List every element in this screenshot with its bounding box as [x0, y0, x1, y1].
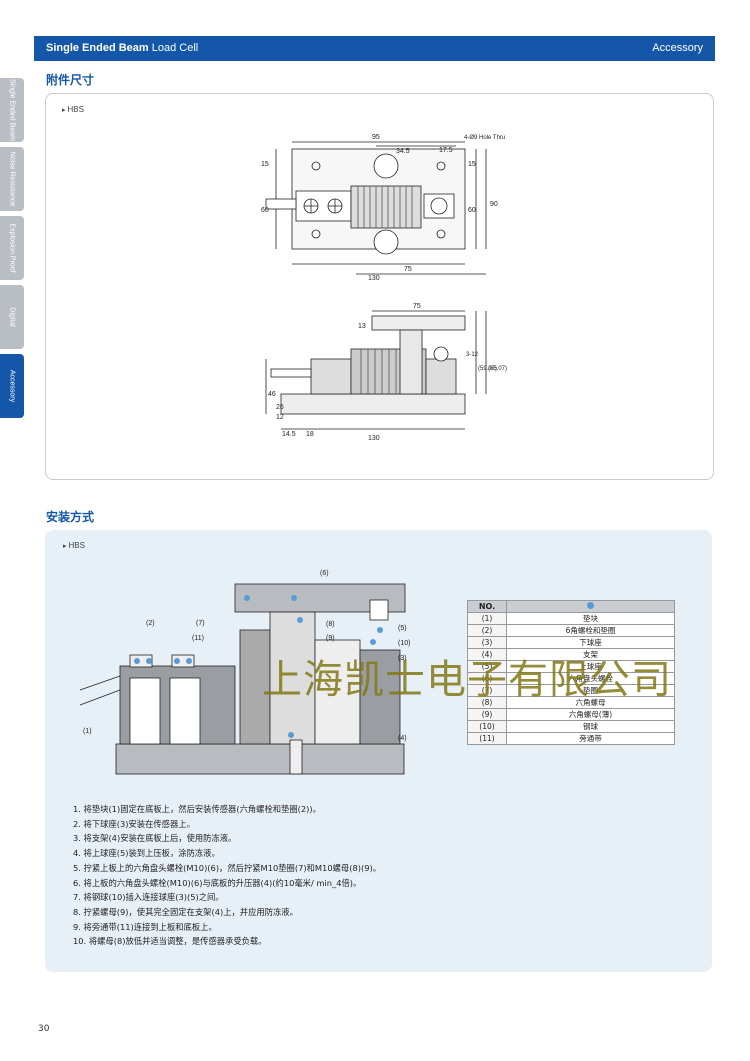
svg-text:60: 60	[261, 207, 269, 214]
svg-text:(10): (10)	[398, 640, 410, 647]
model-tag: HBS	[63, 541, 84, 550]
list-item: 10. 将螺母(8)放低并适当调整，是传感器承受负载。	[73, 936, 267, 947]
svg-text:75: 75	[404, 266, 412, 273]
list-item: 1. 将垫块(1)固定在底板上，然后安装传感器(六角螺栓和垫圈(2))。	[73, 804, 321, 814]
list-item: 9. 将旁通带(11)连接到上板和底板上。	[73, 921, 217, 932]
side-tab-digital[interactable]: Digital	[0, 285, 24, 349]
table-row: (11)旁通带	[467, 731, 675, 745]
svg-text:34.5: 34.5	[396, 148, 410, 155]
parts-table: NO. (1)垫块 (2)6角螺栓和垫圈 (3)下球座 (4)支架 (5)上球座…	[467, 600, 675, 745]
list-item: 7. 将钢球(10)插入连接球座(3)(5)之间。	[73, 892, 224, 903]
side-view-drawing: 75 13 (59.07) (65.07) 3-12 46 26 12 14.5…	[265, 303, 507, 442]
table-row: (2)6角螺栓和垫圈	[467, 623, 675, 637]
svg-text:60: 60	[468, 207, 476, 214]
installation-steps: 1. 将垫块(1)固定在底板上，然后安装传感器(六角螺栓和垫圈(2))。 2. …	[73, 802, 381, 949]
table-row: (4)支架	[467, 647, 675, 661]
svg-text:15: 15	[468, 161, 476, 168]
dimensions-panel: HBS	[45, 93, 714, 480]
svg-text:46: 46	[268, 391, 276, 398]
svg-text:(8): (8)	[326, 621, 335, 628]
list-item: 8. 拧紧螺母(9)，使其完全固定在支架(4)上，并应用防冻液。	[73, 906, 298, 917]
svg-text:14.5: 14.5	[282, 431, 296, 438]
table-row: (5)上球座	[467, 659, 675, 673]
svg-text:3-12: 3-12	[466, 352, 479, 358]
list-item: 2. 将下球座(3)安装在传感器上。	[73, 818, 195, 829]
svg-text:130: 130	[368, 435, 380, 442]
svg-text:4-Ø9 Hole Thru: 4-Ø9 Hole Thru	[464, 135, 505, 141]
section-title-installation: 安装方式	[46, 510, 95, 524]
table-row: (1)垫块	[467, 611, 675, 625]
svg-text:90: 90	[490, 201, 498, 208]
page-number: 30	[38, 1024, 50, 1034]
side-tab-accessory[interactable]: Accessory	[0, 354, 24, 418]
side-tab-noise-resistance[interactable]: Noise Resistance	[0, 147, 24, 211]
list-item: 5. 拧紧上板上的六角盘头螺栓(M10)(6)，然后拧紧M10垫圈(7)和M10…	[73, 862, 382, 873]
svg-text:75: 75	[413, 303, 421, 310]
svg-text:12: 12	[276, 414, 284, 421]
col-header-no: NO.	[467, 600, 507, 613]
list-item: 6. 将上板的六角盘头螺栓(M10)(6)与底板的升压器(4)(约10毫米/ m…	[73, 877, 362, 888]
svg-text:17.5: 17.5	[439, 147, 453, 154]
svg-text:(4): (4)	[398, 735, 407, 742]
svg-text:(11): (11)	[192, 635, 204, 642]
list-item: 4. 将上球座(5)装到上压板，涂防冻液。	[73, 848, 220, 859]
section-title-dimensions: 附件尺寸	[46, 73, 95, 87]
model-tag: HBS	[62, 105, 83, 114]
svg-text:26: 26	[276, 404, 284, 411]
svg-text:(9): (9)	[326, 635, 335, 642]
svg-text:(1): (1)	[83, 728, 92, 735]
svg-text:(7): (7)	[196, 620, 205, 627]
table-row: (9)六角螺母(薄)	[467, 707, 675, 721]
header-category: Accessory	[652, 42, 703, 54]
svg-text:(6): (6)	[320, 570, 329, 577]
dim-label: 95	[372, 134, 380, 141]
svg-text:13: 13	[358, 323, 366, 330]
svg-text:(3): (3)	[398, 655, 407, 662]
side-tab-explosion-proof[interactable]: Explosion Proof	[0, 216, 24, 280]
col-header-name	[506, 600, 675, 613]
company-watermark: 上海凯士电子有限公司	[262, 657, 672, 703]
svg-text:18: 18	[306, 431, 314, 438]
svg-text:130: 130	[368, 275, 380, 282]
svg-text:(5): (5)	[398, 625, 407, 632]
header-bar: Single Ended Beam Load Cell Accessory	[34, 36, 715, 61]
table-row: (10)钢球	[467, 719, 675, 733]
svg-text:(2): (2)	[146, 620, 155, 627]
svg-text:(59.07): (59.07)	[478, 366, 497, 372]
top-view-drawing: 95 34.5 17.5 4-Ø9 Hole Thru 15 60 15 60 …	[261, 134, 505, 282]
table-header-row: NO.	[467, 600, 675, 613]
svg-text:15: 15	[261, 161, 269, 168]
circle-icon	[587, 601, 594, 609]
side-tab-single-ended-beam[interactable]: Single Ended Beam	[0, 78, 24, 142]
header-title: Single Ended Beam Load Cell	[46, 42, 199, 54]
svg-text:(65.07): (65.07)	[488, 366, 507, 372]
list-item: 3. 将支架(4)安装在底板上后，使用防冻液。	[73, 833, 237, 844]
